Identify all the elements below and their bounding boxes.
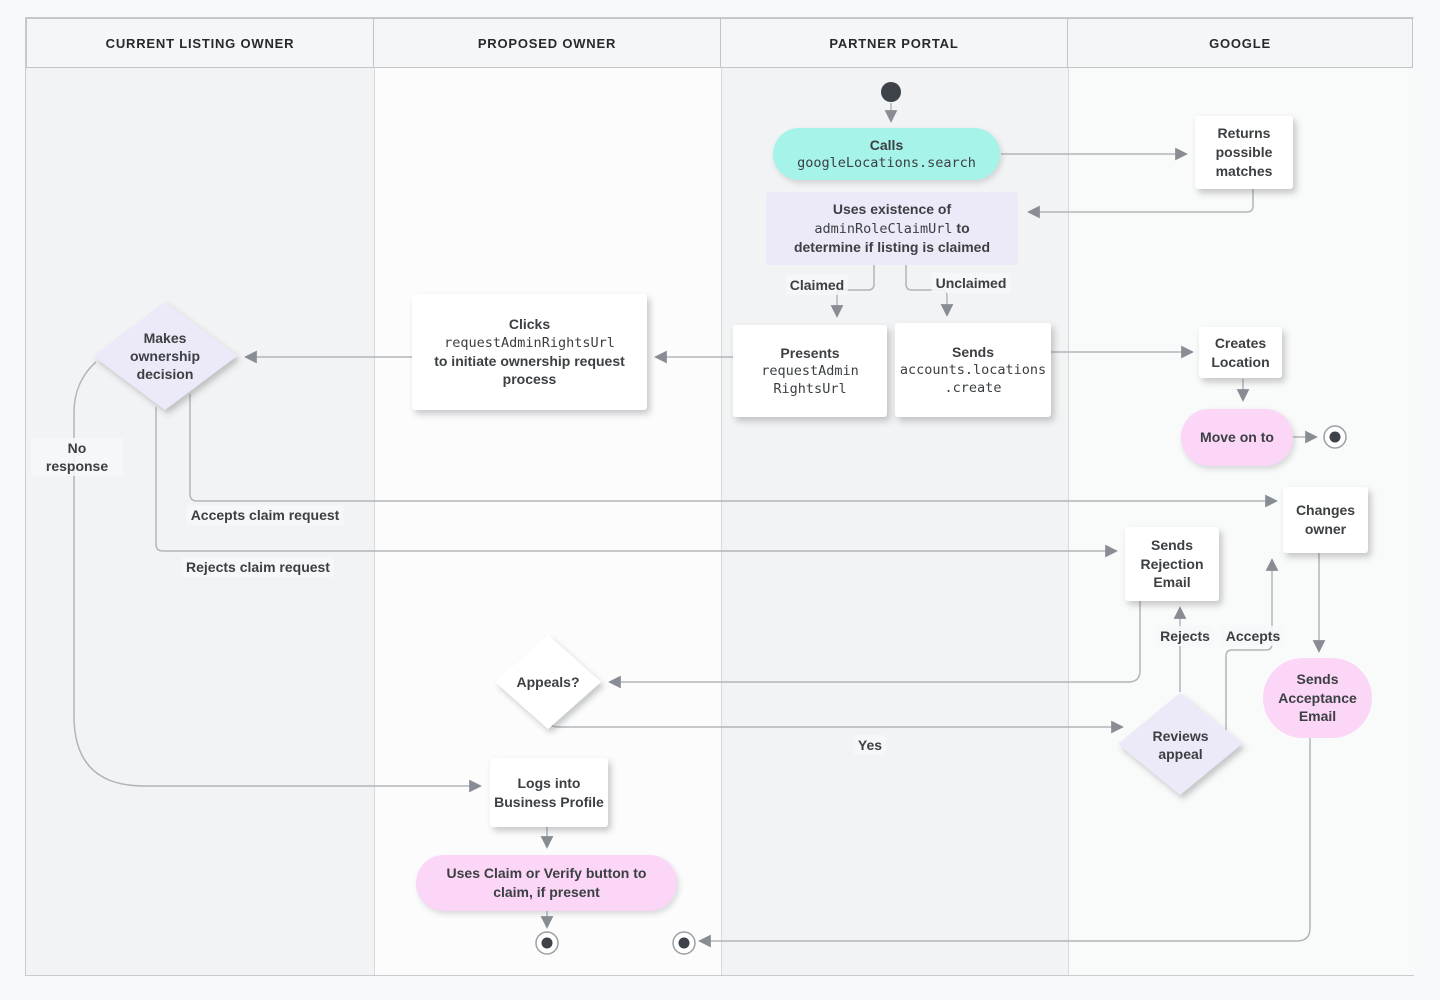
calls-code: googleLocations.search xyxy=(797,155,976,172)
accepts-claim-edge-label: Accepts claim request xyxy=(186,504,344,526)
clicks-code: requestAdminRightsUrl xyxy=(444,334,615,351)
sends-create-title: Sends xyxy=(951,343,994,360)
changes-owner-label: Changes owner xyxy=(1295,502,1356,537)
returns-possible-matches-node: Returns possible matches xyxy=(1195,116,1293,189)
sends-acceptance-email-node: Sends Acceptance Email xyxy=(1263,658,1372,738)
logs-in-label: Logs into Business Profile xyxy=(494,774,604,810)
move-on-to-node: Move on to xyxy=(1181,409,1293,466)
appeals-label: Appeals? xyxy=(516,673,580,690)
calls-googlelocations-search-node: Calls googleLocations.search xyxy=(773,128,1000,180)
sends-create-code2: .create xyxy=(944,380,1002,397)
rejects-edge-label: Rejects xyxy=(1156,625,1214,647)
sends-rejection-email-node: Sends Rejection Email xyxy=(1125,527,1219,601)
sends-acceptance-label: Sends Acceptance Email xyxy=(1278,670,1357,725)
presents-code1: requestAdmin xyxy=(761,363,859,380)
sends-accounts-locations-create-node: Sends accounts.locations .create xyxy=(895,323,1051,417)
lane-header-partner-portal: PARTNER PORTAL xyxy=(720,18,1068,68)
reviews-appeal-label: Reviews appeal xyxy=(1152,727,1209,762)
uses-claim-or-verify-node: Uses Claim or Verify button to claim, if… xyxy=(416,855,677,911)
clicks-requestadminrightsurl-node: Clicks requestAdminRightsUrl to initiate… xyxy=(412,294,647,410)
uses-existence-line3: determine if listing is claimed xyxy=(793,239,991,256)
presents-code2: RightsUrl xyxy=(773,381,847,398)
lane-header-google: GOOGLE xyxy=(1067,18,1413,68)
accepts-edge-label: Accepts xyxy=(1221,625,1285,647)
changes-owner-node: Changes owner xyxy=(1283,487,1368,553)
uses-existence-line2: adminRoleClaimUrl to xyxy=(814,219,970,237)
lane-proposed-owner xyxy=(374,18,722,975)
clicks-title: Clicks xyxy=(508,315,551,332)
move-on-label: Move on to xyxy=(1200,429,1274,446)
sends-create-code1: accounts.locations xyxy=(899,362,1047,379)
returns-matches-label: Returns possible matches xyxy=(1215,125,1273,179)
uses-claim-label: Uses Claim or Verify button to claim, if… xyxy=(446,865,647,900)
creates-location-node: Creates Location xyxy=(1199,327,1282,378)
makes-decision-label: Makes ownership decision xyxy=(129,329,200,383)
lane-current-listing-owner xyxy=(26,18,374,975)
rejects-claim-edge-label: Rejects claim request xyxy=(182,556,334,578)
lane-header-current-listing-owner: CURRENT LISTING OWNER xyxy=(26,18,374,68)
no-response-edge-label: No response xyxy=(31,437,123,477)
logs-into-business-profile-node: Logs into Business Profile xyxy=(490,758,608,827)
sends-rejection-label: Sends Rejection Email xyxy=(1140,536,1204,591)
claimed-edge-label: Claimed xyxy=(785,274,849,296)
presents-title: Presents xyxy=(780,344,840,361)
creates-location-label: Creates Location xyxy=(1211,334,1270,370)
uses-existence-node: Uses existence of adminRoleClaimUrl to d… xyxy=(766,192,1018,265)
yes-edge-label: Yes xyxy=(853,734,887,756)
lane-header-proposed-owner: PROPOSED OWNER xyxy=(373,18,721,68)
presents-requestadminrightsurl-node: Presents requestAdmin RightsUrl xyxy=(733,325,887,417)
calls-title: Calls xyxy=(869,136,904,153)
clicks-rest: to initiate ownership request process xyxy=(434,352,625,388)
unclaimed-edge-label: Unclaimed xyxy=(931,272,1011,294)
uses-existence-line1: Uses existence of xyxy=(832,201,952,218)
